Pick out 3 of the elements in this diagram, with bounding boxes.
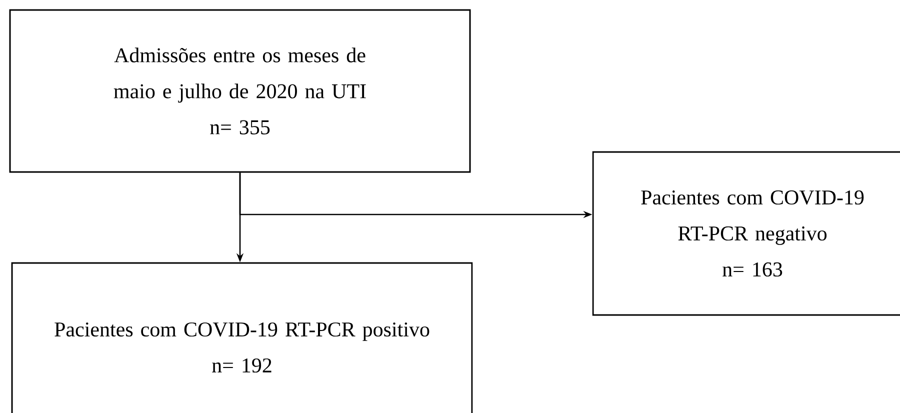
- process-box: Admissões entre os meses de maio e julho de 2020 na UTI n= 355: [9, 9, 471, 173]
- process-box: Pacientes com COVID-19 RT-PCR positivo n= 192: [11, 262, 473, 413]
- process-box: Pacientes com COVID-19 RT-PCR negativo n= 163: [592, 151, 900, 316]
